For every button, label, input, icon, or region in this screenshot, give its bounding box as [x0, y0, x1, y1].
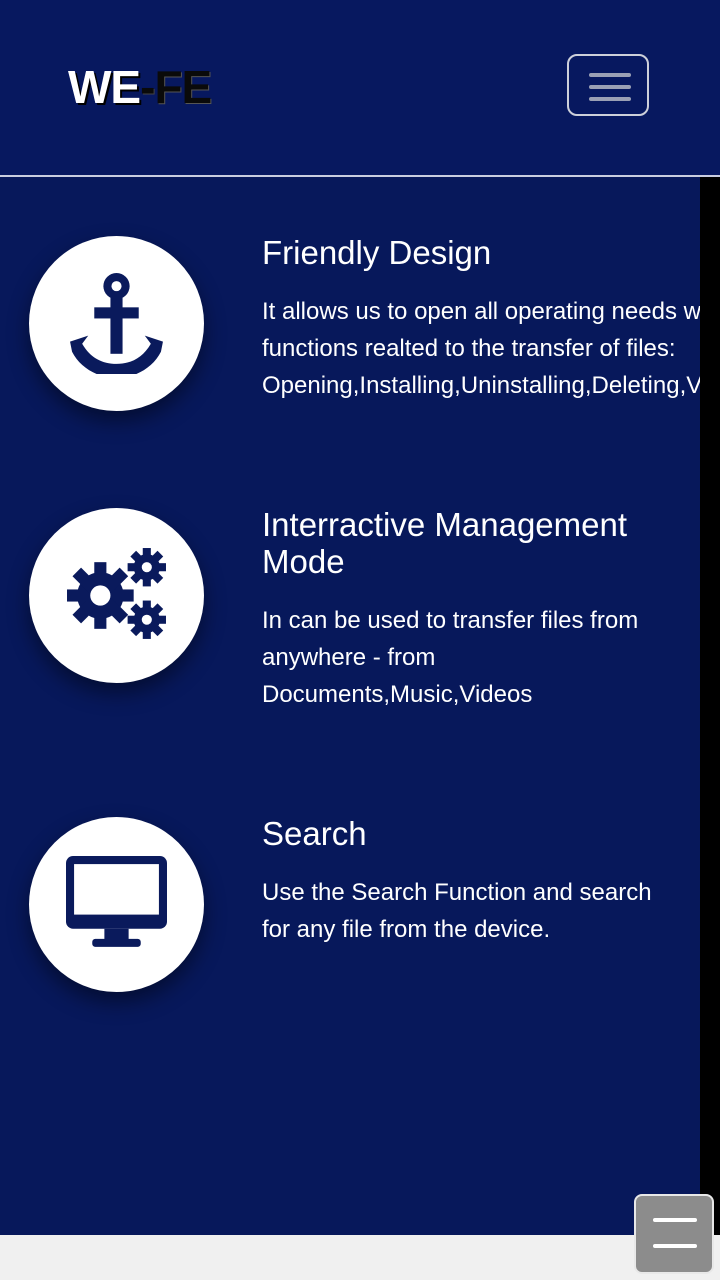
- hamburger-icon: [589, 73, 631, 77]
- desc-line: Use the Search Function and search: [262, 879, 652, 906]
- feature-icon-circle: [29, 236, 204, 411]
- brand-we: WE: [68, 61, 141, 113]
- footer-bar: [0, 1235, 720, 1280]
- brand-dash: -: [140, 61, 155, 113]
- desc-line: functions realted to the transfer of fil…: [262, 335, 676, 362]
- brand-fe: FE: [154, 61, 212, 113]
- menu-icon: [653, 1218, 697, 1222]
- navbar-toggler-button[interactable]: [567, 54, 649, 116]
- feature-title: Friendly Design: [262, 234, 492, 271]
- floating-menu-button[interactable]: [634, 1194, 714, 1274]
- desc-line: It allows us to open all operating needs…: [262, 298, 700, 325]
- brand-logo[interactable]: WE-FE: [68, 60, 212, 114]
- desktop-icon: [66, 856, 167, 947]
- feature-icon-circle: [29, 817, 204, 992]
- title-line: Mode: [262, 543, 345, 580]
- features-section: Friendly Design It allows us to open all…: [0, 177, 700, 1235]
- navbar: WE-FE: [0, 0, 720, 177]
- anchor-icon: [70, 273, 163, 374]
- feature-title: Interractive Management Mode: [262, 506, 700, 580]
- gears-icon: [67, 548, 166, 639]
- page-edge: [700, 177, 720, 1235]
- desc-line: Documents,Music,Videos: [262, 681, 533, 708]
- feature-title: Search: [262, 815, 367, 852]
- desc-line: In can be used to transfer files from: [262, 607, 639, 634]
- feature-description: It allows us to open all operating needs…: [262, 293, 700, 404]
- feature-icon-circle: [29, 508, 204, 683]
- feature-description: Use the Search Function and search for a…: [262, 874, 700, 948]
- desc-line: anywhere - from: [262, 644, 436, 671]
- feature-description: In can be used to transfer files from an…: [262, 602, 700, 713]
- desc-line: for any file from the device.: [262, 916, 551, 943]
- desc-line: Opening,Installing,Uninstalling,Deleting…: [262, 372, 700, 399]
- title-line: Interractive Management: [262, 506, 628, 543]
